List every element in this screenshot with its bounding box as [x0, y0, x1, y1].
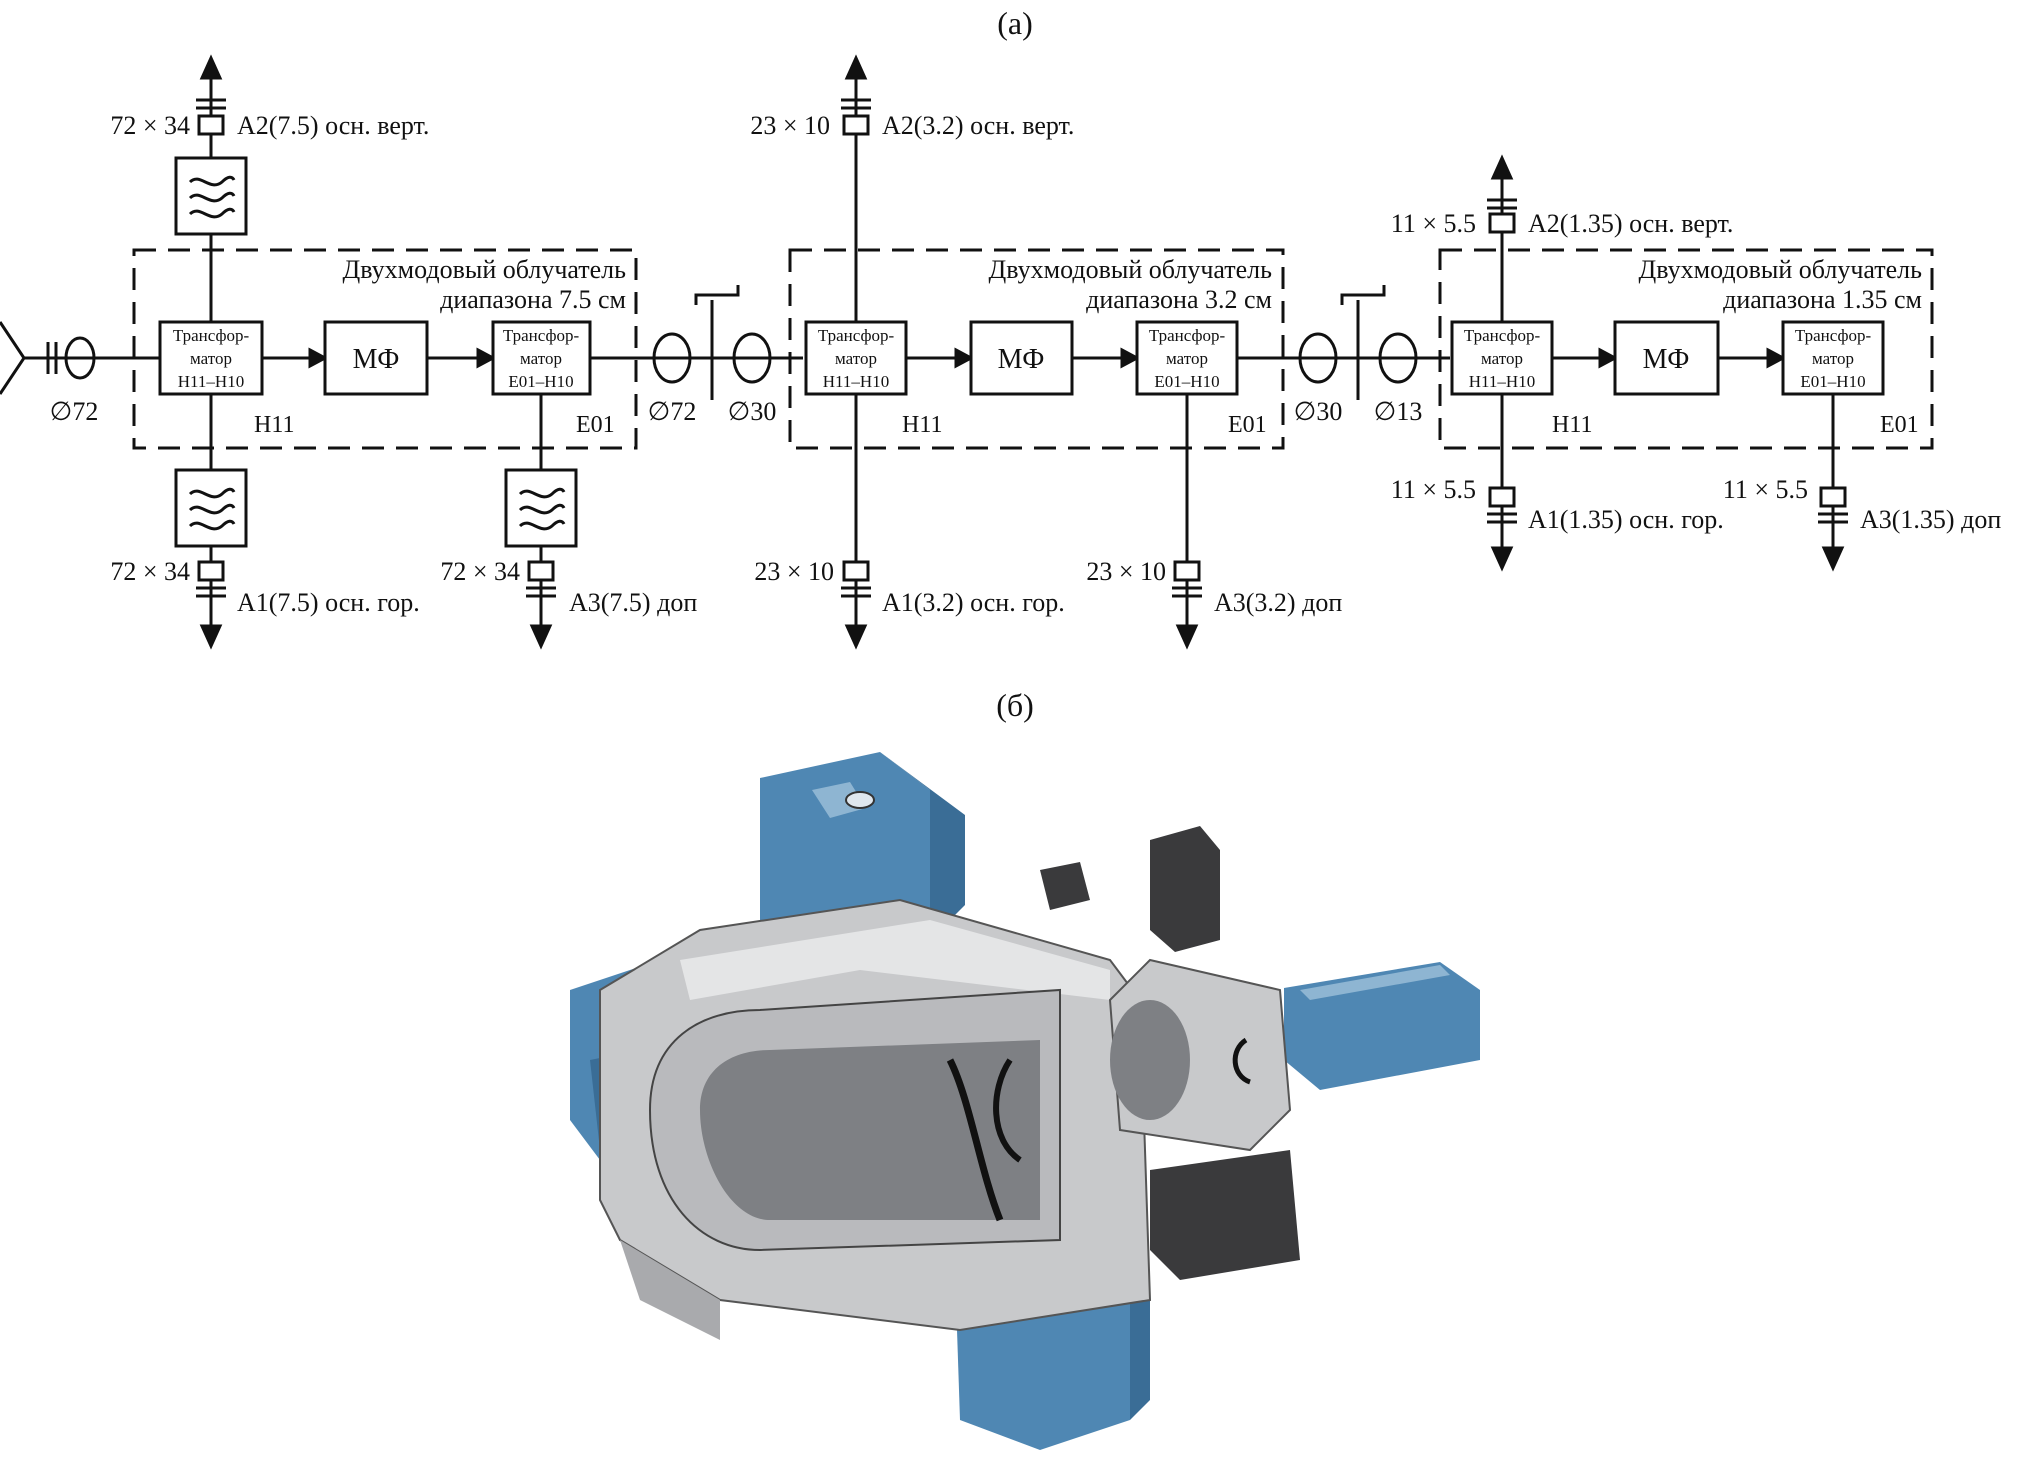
svg-text:матор: матор	[1481, 349, 1523, 368]
svg-text:H11–H10: H11–H10	[823, 372, 889, 391]
svg-text:Трансфор-: Трансфор-	[173, 326, 250, 345]
svg-text:Трансфор-: Трансфор-	[1464, 326, 1541, 345]
svg-text:H11: H11	[902, 412, 942, 438]
svg-text:матор: матор	[190, 349, 232, 368]
svg-text:матор: матор	[520, 349, 562, 368]
svg-text:A2(3.2) осн. верт.: A2(3.2) осн. верт.	[882, 111, 1074, 140]
svg-text:матор: матор	[835, 349, 877, 368]
svg-text:E01–H10: E01–H10	[1800, 372, 1865, 391]
section-3-2: Двухмодовый облучатель диапазона 3.2 см …	[750, 111, 1342, 617]
svg-text:A2(1.35) осн. верт.: A2(1.35) осн. верт.	[1528, 209, 1733, 238]
svg-text:E01: E01	[1228, 412, 1267, 438]
section-1-35: Двухмодовый облучатель диапазона 1.35 см…	[1391, 209, 2002, 534]
section-title: Двухмодовый облучатель	[1639, 255, 1923, 284]
mode-filter-label: МФ	[998, 344, 1045, 375]
panel-label-a: (а)	[997, 5, 1033, 41]
waveguide-joint-2-icon	[1298, 285, 1418, 400]
section-subtitle: диапазона 3.2 см	[1086, 285, 1272, 314]
svg-text:23 × 10: 23 × 10	[754, 557, 834, 586]
svg-text:E01–H10: E01–H10	[508, 372, 573, 391]
lowpass-filter-icon	[188, 175, 236, 219]
svg-text:A3(3.2) доп: A3(3.2) доп	[1214, 588, 1342, 617]
svg-text:23 × 10: 23 × 10	[1086, 557, 1166, 586]
diameter-joint2-right: ∅13	[1374, 397, 1423, 426]
svg-text:E01–H10: E01–H10	[1154, 372, 1219, 391]
svg-text:11 × 5.5: 11 × 5.5	[1723, 475, 1808, 504]
diameter-joint1-right: ∅30	[728, 397, 777, 426]
mode-filter-label: МФ	[1643, 344, 1690, 375]
svg-text:матор: матор	[1166, 349, 1208, 368]
svg-text:E01: E01	[1880, 412, 1919, 438]
diameter-joint1-left: ∅72	[648, 397, 697, 426]
svg-text:Трансфор-: Трансфор-	[503, 326, 580, 345]
svg-text:Трансфор-: Трансфор-	[1795, 326, 1872, 345]
section-subtitle: диапазона 7.5 см	[440, 285, 626, 314]
svg-text:H11–H10: H11–H10	[1469, 372, 1535, 391]
svg-text:A3(1.35) доп: A3(1.35) доп	[1860, 505, 2001, 534]
svg-text:A1(1.35) осн. гор.: A1(1.35) осн. гор.	[1528, 505, 1724, 534]
svg-text:72 × 34: 72 × 34	[110, 111, 190, 140]
svg-text:Трансфор-: Трансфор-	[818, 326, 895, 345]
svg-text:H11: H11	[254, 412, 294, 438]
waveguide-joint-1-icon	[652, 285, 772, 400]
section-title: Двухмодовый облучатель	[989, 255, 1273, 284]
svg-text:A2(7.5) осн. верт.: A2(7.5) осн. верт.	[237, 111, 429, 140]
lowpass-filter-icon	[518, 487, 566, 531]
block-diagram	[0, 54, 1934, 650]
section-subtitle: диапазона 1.35 см	[1723, 285, 1922, 314]
svg-text:Трансфор-: Трансфор-	[1149, 326, 1226, 345]
section-title: Двухмодовый облучатель	[343, 255, 627, 284]
svg-text:11 × 5.5: 11 × 5.5	[1391, 209, 1476, 238]
diameter-input: ∅72	[50, 397, 99, 426]
svg-text:E01: E01	[576, 412, 615, 438]
svg-text:H11–H10: H11–H10	[178, 372, 244, 391]
section-7-5: Двухмодовый облучатель диапазона 7.5 см …	[110, 111, 697, 617]
svg-text:11 × 5.5: 11 × 5.5	[1391, 475, 1476, 504]
svg-text:A1(7.5) осн. гор.: A1(7.5) осн. гор.	[237, 588, 420, 617]
svg-text:матор: матор	[1812, 349, 1854, 368]
diameter-joint2-left: ∅30	[1294, 397, 1343, 426]
svg-text:72 × 34: 72 × 34	[110, 557, 190, 586]
mode-filter-label: МФ	[353, 344, 400, 375]
svg-text:23 × 10: 23 × 10	[750, 111, 830, 140]
svg-text:72 × 34: 72 × 34	[440, 557, 520, 586]
svg-text:A1(3.2) осн. гор.: A1(3.2) осн. гор.	[882, 588, 1065, 617]
panel-label-b: (б)	[996, 687, 1034, 723]
svg-text:A3(7.5) доп: A3(7.5) доп	[569, 588, 697, 617]
feed-3d-model-illustration	[570, 752, 1480, 1450]
lowpass-filter-icon	[188, 487, 236, 531]
svg-text:H11: H11	[1552, 412, 1592, 438]
